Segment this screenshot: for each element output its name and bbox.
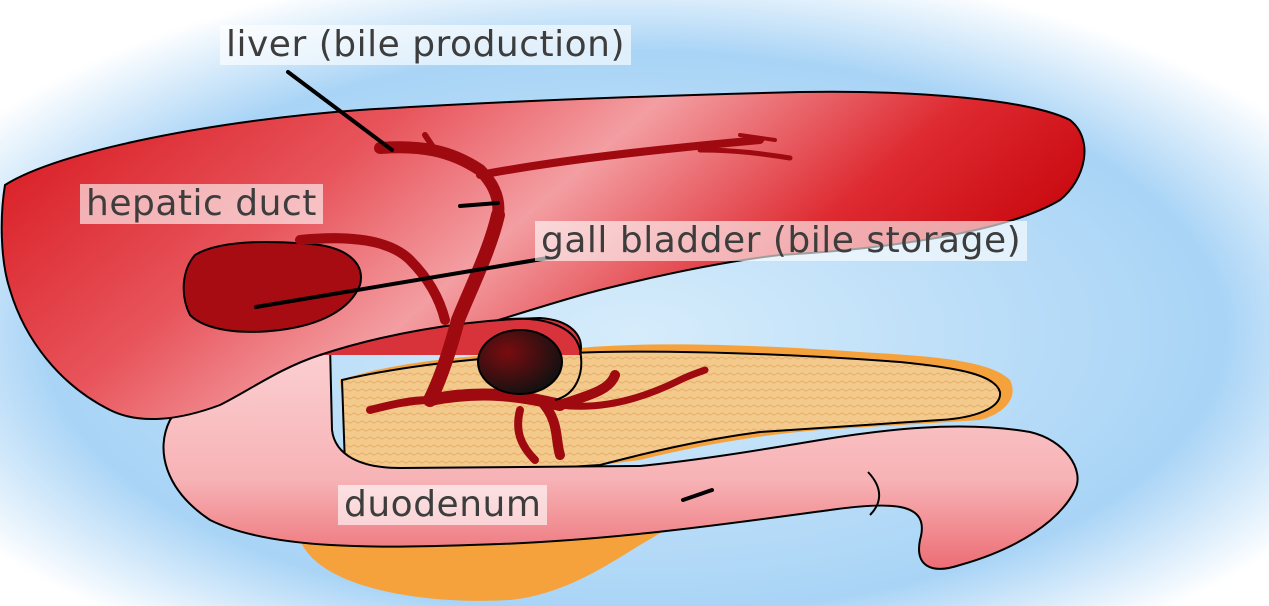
gall-bladder-label: gall bladder (bile storage) [535, 221, 1027, 261]
hepatic-duct-label: hepatic duct [80, 184, 323, 224]
liver-label: liver (bile production) [220, 25, 631, 65]
duodenum-label: duodenum [338, 485, 547, 525]
ampulla-node [478, 330, 562, 394]
